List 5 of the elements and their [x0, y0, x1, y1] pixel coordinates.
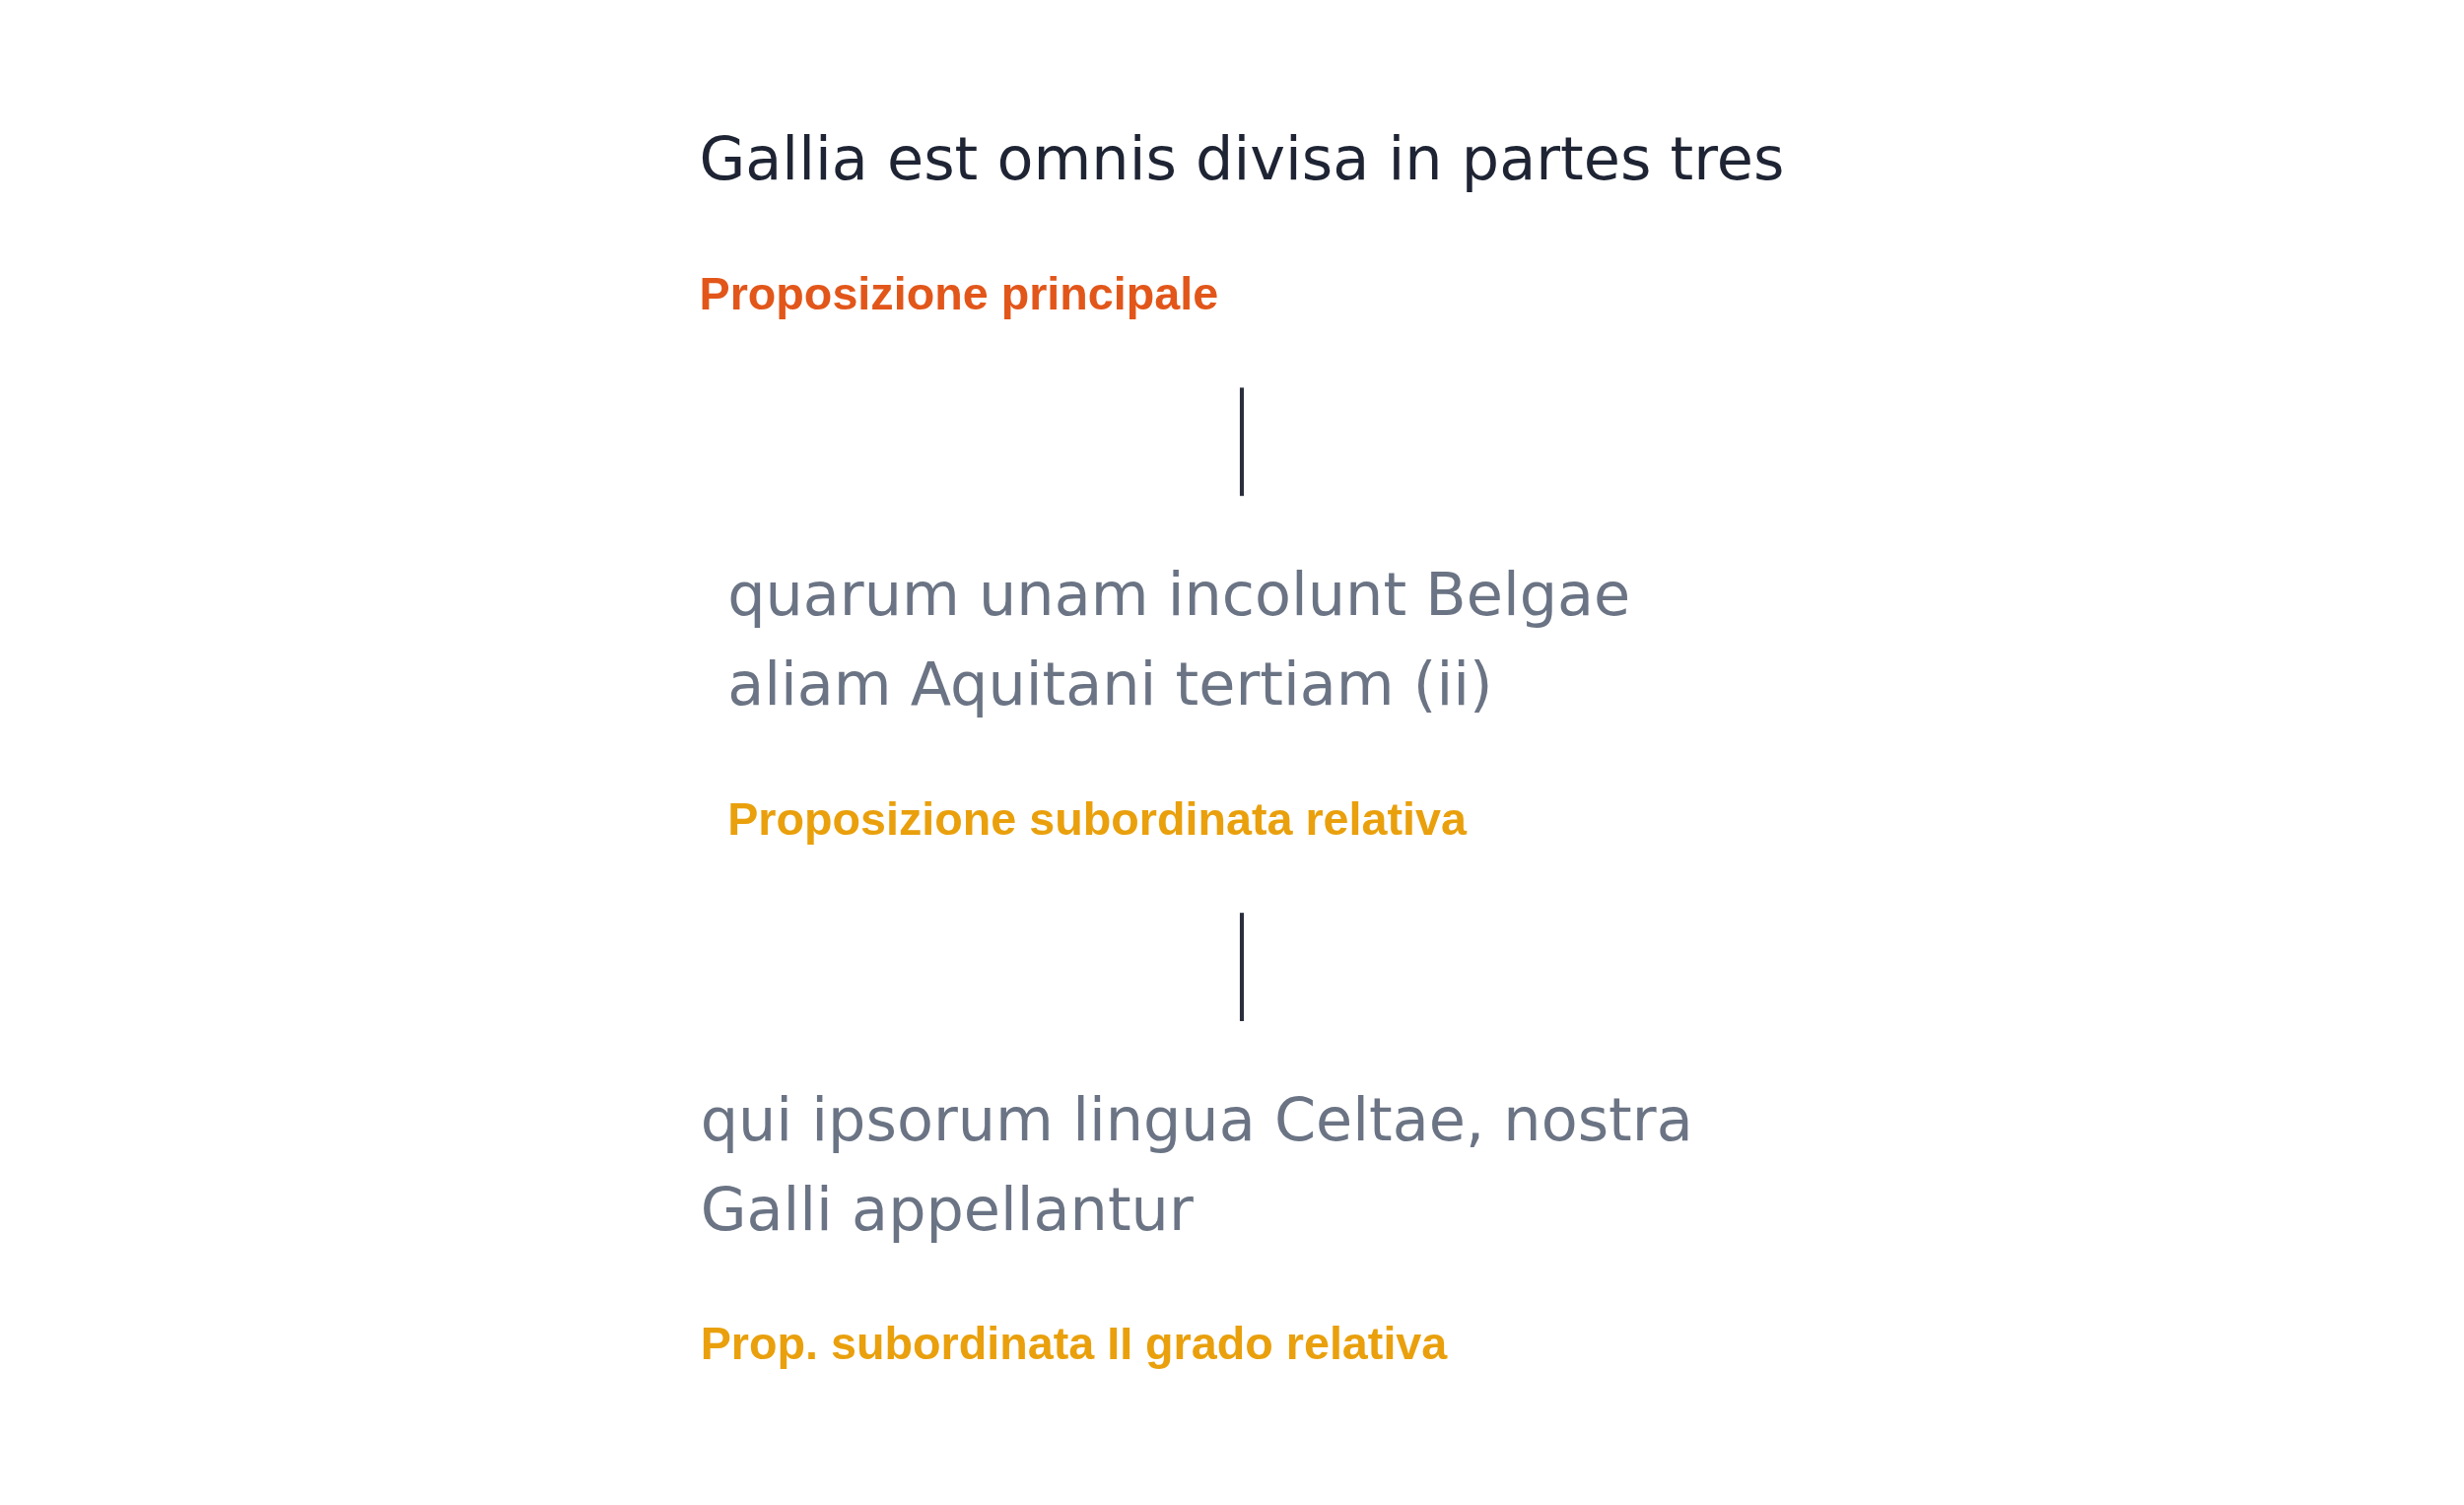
- connector: [1239, 387, 1245, 497]
- connector: [1239, 913, 1245, 1022]
- node-text: Gallia est omnis divisa in partes tres Proposizione principale: [699, 123, 1785, 319]
- node-text: qui ipsorum lingua Celtae, nostra Galli appellantur Prop. subordinata II grado relativa: [700, 1084, 1693, 1369]
- node-text: quarum unam incolunt Belgae aliam Aquitani tertiam (ii) Proposizione subordinata relativa: [727, 559, 1631, 845]
